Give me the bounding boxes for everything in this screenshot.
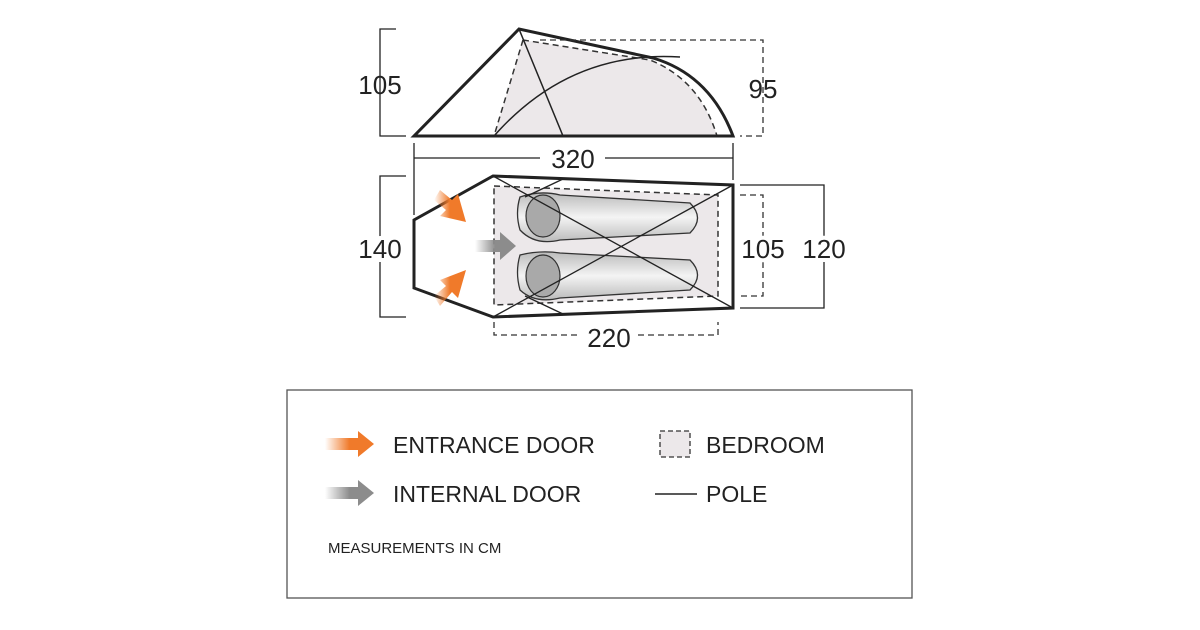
tent-outline (410, 27, 736, 138)
entrance-door-arrow (434, 270, 466, 306)
dim-total-width: 140 (358, 234, 401, 264)
pole (492, 175, 734, 309)
pole (524, 178, 564, 198)
dimension-line-bedroom-width (740, 194, 764, 297)
plan-view (379, 174, 825, 336)
bedroom-legend-icon (659, 430, 691, 458)
legend-box (286, 389, 913, 599)
bedroom-area (494, 40, 717, 136)
legend-internal-door: INTERNAL DOOR (393, 481, 582, 507)
dimension-line-side-height (379, 28, 406, 137)
legend-pole: POLE (706, 481, 768, 507)
entrance-door-legend-icon (325, 431, 374, 457)
side-view (379, 27, 764, 138)
dim-bedroom-width: 105 (741, 234, 784, 264)
legend-entrance-door: ENTRANCE DOOR (393, 432, 595, 458)
entrance-door-arrow (434, 190, 466, 222)
pole (492, 184, 734, 318)
bedroom-outline (493, 39, 524, 137)
pole (518, 28, 564, 137)
internal-door-legend-icon (325, 480, 374, 506)
dimension-line-bedroom-length (493, 322, 580, 336)
dimension-line-bedroom-height (540, 39, 764, 137)
legend-bedroom: BEDROOM (706, 432, 825, 458)
dim-rear-width: 120 (802, 234, 845, 264)
dimension-line-total-width (379, 175, 406, 318)
dim-side-height: 105 (358, 70, 401, 100)
dimension-line-total-length (413, 143, 734, 215)
dimension-line-rear-width (740, 184, 825, 309)
dim-bedroom-length: 220 (587, 323, 630, 353)
dim-bedroom-height: 95 (749, 74, 778, 104)
dim-total-length: 320 (551, 144, 594, 174)
pole (493, 55, 681, 137)
legend-note: MEASUREMENTS IN CM (328, 540, 502, 557)
bedroom-outline (522, 39, 718, 137)
internal-door-arrow (475, 232, 516, 260)
dimension-line-bedroom-length (638, 322, 719, 336)
pole (524, 295, 564, 315)
